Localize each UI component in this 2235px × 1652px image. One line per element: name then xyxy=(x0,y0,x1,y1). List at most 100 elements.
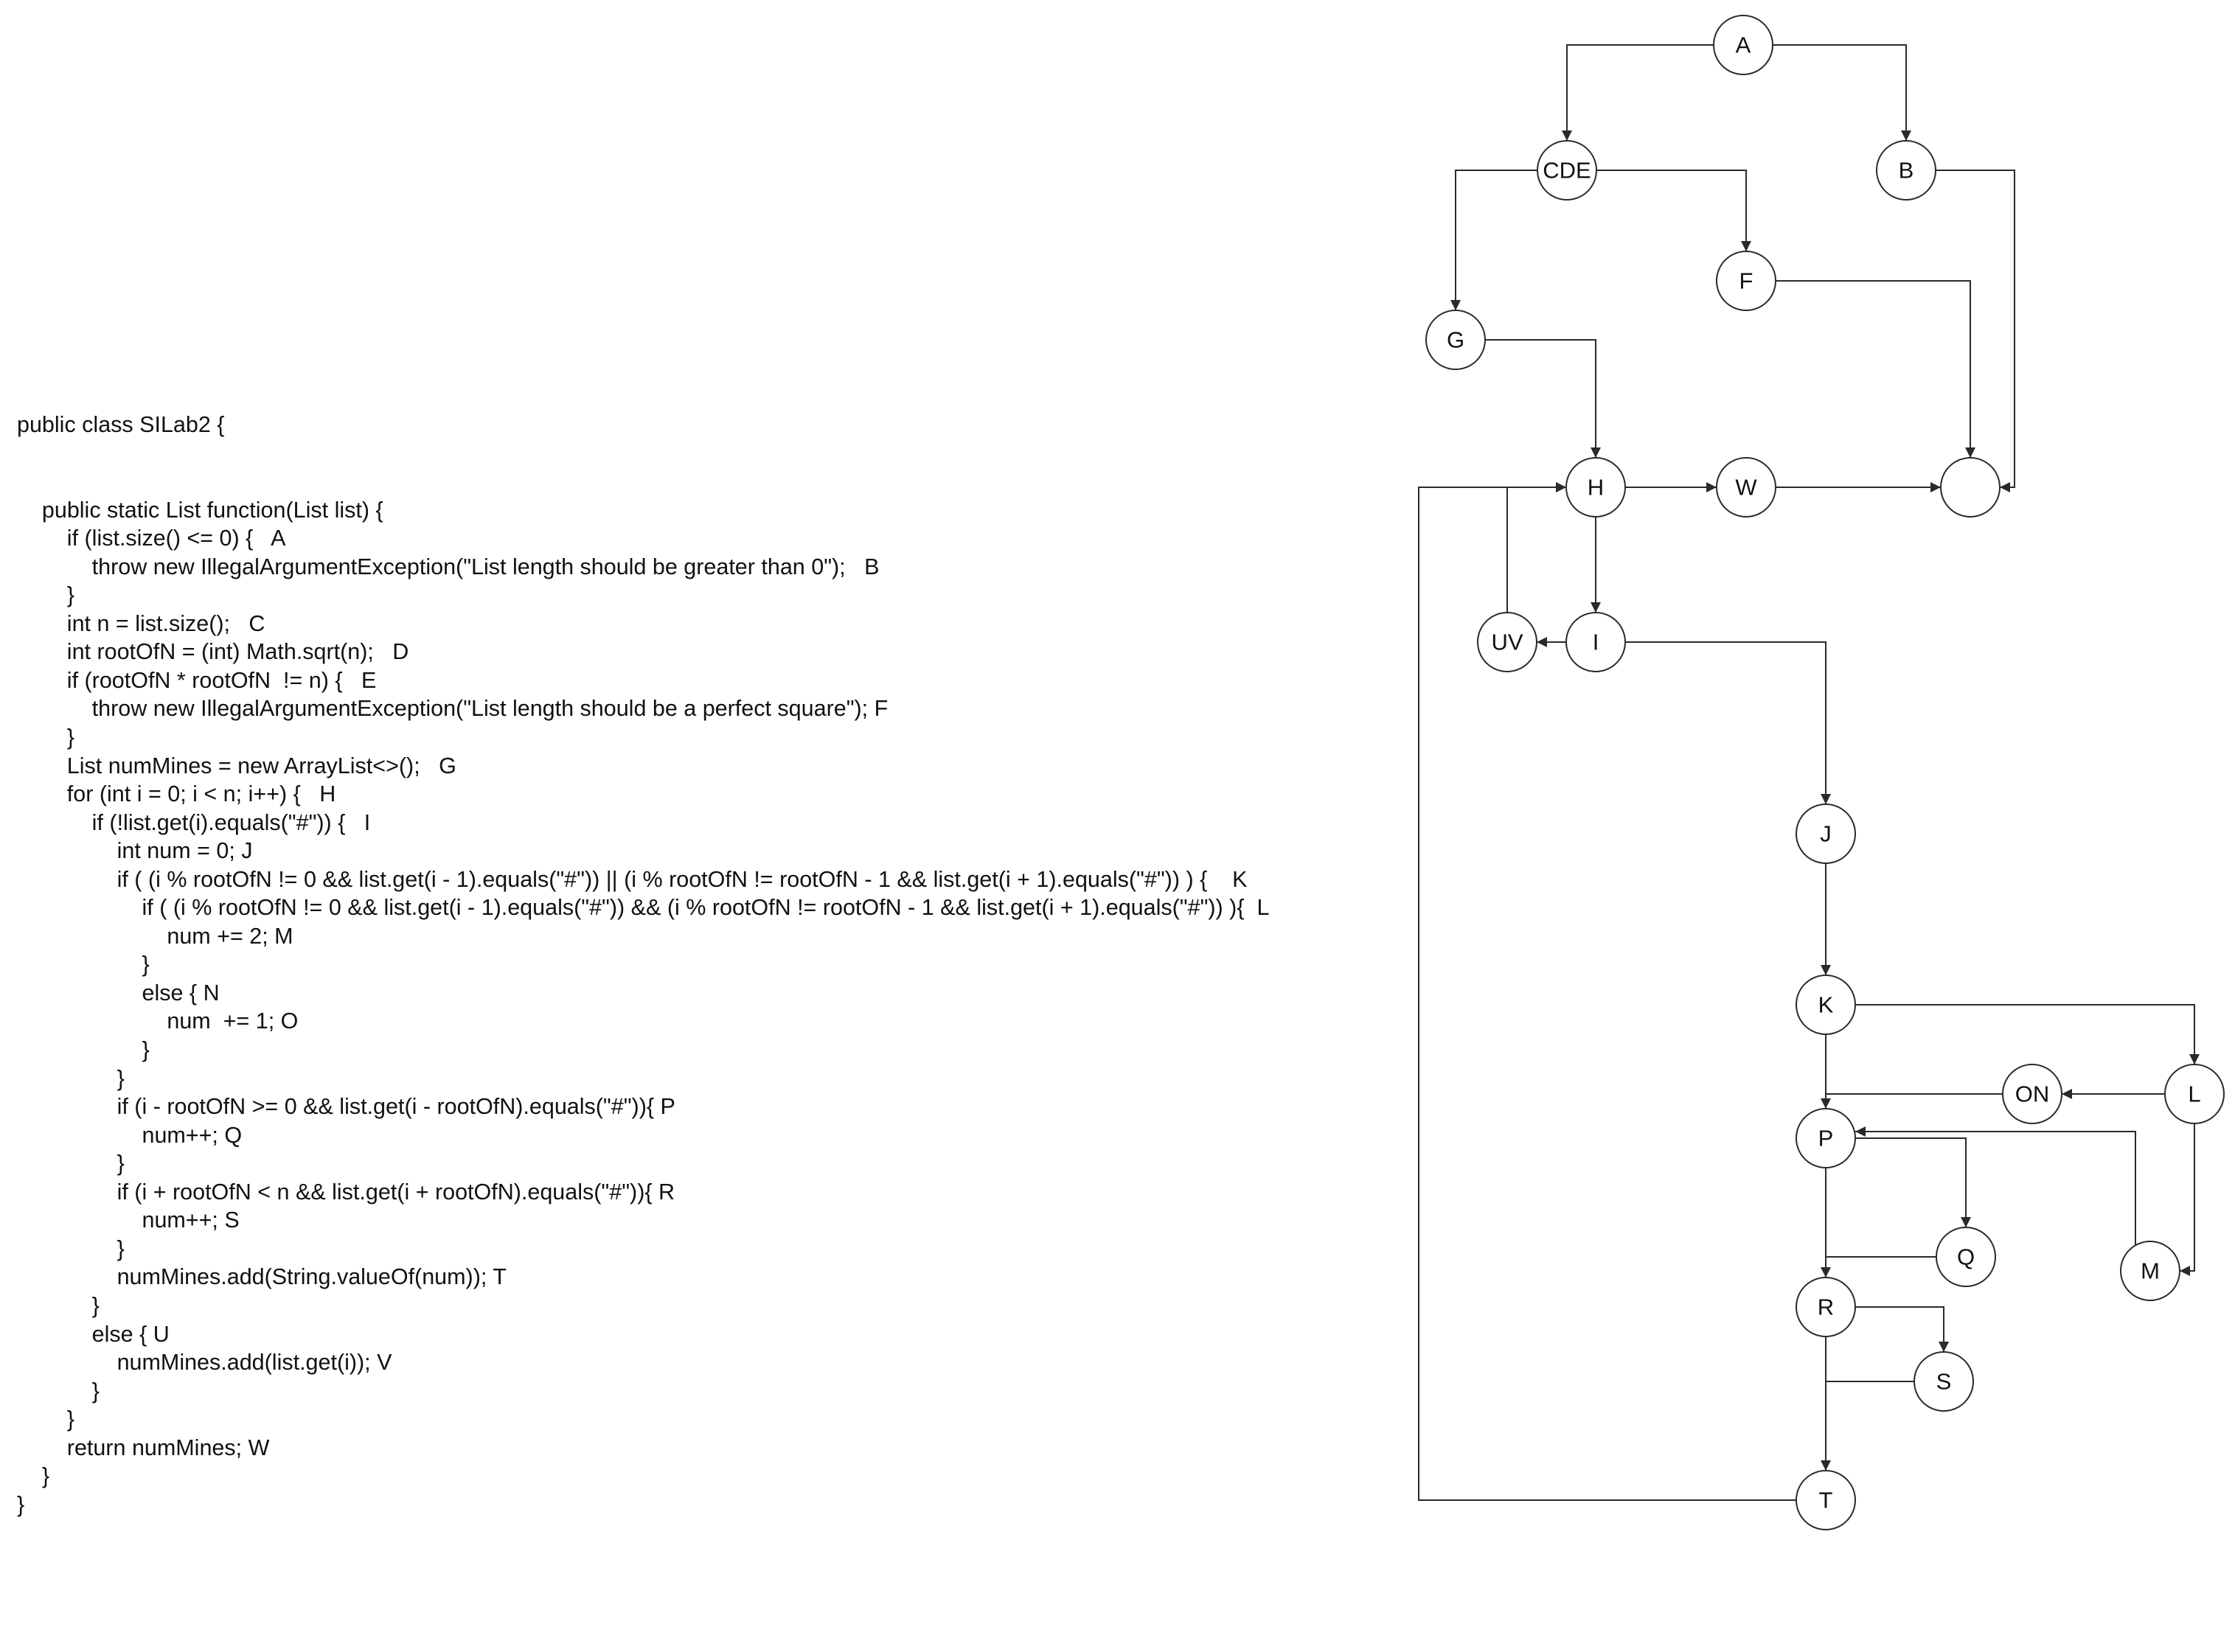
code-line: if (i - rootOfN >= 0 && list.get(i - roo… xyxy=(17,1094,675,1120)
node-label: L xyxy=(2188,1081,2200,1107)
graph-node-h: H xyxy=(1565,457,1626,517)
code-line: public static List function(List list) { xyxy=(17,497,383,523)
graph-node-p: P xyxy=(1796,1108,1856,1168)
node-circle xyxy=(1713,15,1773,75)
node-label: P xyxy=(1818,1126,1834,1151)
code-line: if (!list.get(i).equals("#")) { I xyxy=(17,809,371,835)
code-line: } xyxy=(17,1151,125,1177)
code-line: } xyxy=(17,1235,125,1261)
edge-t-to-h xyxy=(1418,482,1796,1501)
node-circle xyxy=(1716,457,1776,517)
node-label: R xyxy=(1818,1294,1834,1320)
node-circle xyxy=(1796,804,1856,864)
edge-g-to-h xyxy=(1485,339,1601,458)
node-circle xyxy=(1537,140,1597,201)
node-label: Q xyxy=(1957,1244,1975,1270)
code-line: numMines.add(list.get(i)); V xyxy=(17,1350,392,1376)
graph-node-i: I xyxy=(1565,612,1626,672)
node-label: B xyxy=(1899,158,1914,184)
graph-node-s: S xyxy=(1914,1351,1974,1412)
code-line: } xyxy=(17,1463,50,1489)
graph-node-r: R xyxy=(1796,1277,1856,1337)
node-circle xyxy=(1936,1227,1996,1287)
code-line: } xyxy=(17,1407,74,1432)
code-line: int num = 0; J xyxy=(17,838,253,864)
edge-a-to-cde xyxy=(1562,44,1714,141)
node-circle xyxy=(1796,1108,1856,1168)
edge-i-to-j xyxy=(1625,641,1831,804)
graph-node-on: ON xyxy=(2002,1064,2062,1124)
code-line: } xyxy=(17,1378,100,1404)
code-line: num += 1; O xyxy=(17,1008,299,1034)
node-label: UV xyxy=(1491,630,1523,655)
graph-node-m: M xyxy=(2120,1241,2180,1301)
code-line: public class SILab2 { xyxy=(17,412,225,437)
code-line: int rootOfN = (int) Math.sqrt(n); D xyxy=(17,639,409,665)
edge-uv-to-h xyxy=(1506,482,1566,613)
edge-b-to-end xyxy=(1936,170,2015,492)
graph-node-f: F xyxy=(1716,251,1776,311)
code-line: else { N xyxy=(17,980,220,1006)
code-line: } xyxy=(17,1065,125,1091)
code-line: List numMines = new ArrayList<>(); G xyxy=(17,753,456,778)
edge-cde-to-f xyxy=(1596,170,1751,251)
code-line: throw new IllegalArgumentException("List… xyxy=(17,696,889,722)
graph-node-j: J xyxy=(1796,804,1856,864)
graph-node-end xyxy=(1940,457,2001,517)
graph-node-w: W xyxy=(1716,457,1776,517)
edge-a-to-b xyxy=(1773,44,1911,141)
edge-l-to-m xyxy=(2180,1123,2195,1276)
node-label: K xyxy=(1818,992,1834,1018)
edge-k-to-l xyxy=(1855,1004,2200,1064)
code-line: if (list.size() <= 0) { A xyxy=(17,526,286,551)
node-label: T xyxy=(1819,1488,1833,1513)
code-line: } xyxy=(17,725,74,750)
code-line: } xyxy=(17,582,74,608)
node-label: F xyxy=(1739,268,1753,294)
code-line: num++; S xyxy=(17,1207,240,1233)
code-line: } xyxy=(17,952,150,977)
node-circle xyxy=(1914,1351,1974,1412)
code-line: if (i + rootOfN < n && list.get(i + root… xyxy=(17,1179,675,1205)
node-label: A xyxy=(1736,32,1751,58)
node-circle xyxy=(1796,1277,1856,1337)
node-circle xyxy=(1876,140,1936,201)
code-line: num++; Q xyxy=(17,1122,243,1148)
edge-f-to-end xyxy=(1776,280,1975,458)
source-code: public class SILab2 { public static List… xyxy=(17,411,1269,1519)
node-label: J xyxy=(1820,821,1832,847)
node-circle xyxy=(1565,457,1626,517)
code-line: } xyxy=(17,1037,150,1063)
node-circle xyxy=(1716,251,1776,311)
edge-cde-to-g xyxy=(1450,170,1537,310)
node-label: S xyxy=(1936,1369,1952,1395)
edge-p-to-q xyxy=(1855,1137,1971,1227)
graph-node-cde: CDE xyxy=(1537,140,1597,201)
node-circle xyxy=(1796,1470,1856,1530)
node-label: H xyxy=(1588,475,1604,501)
code-line: for (int i = 0; i < n; i++) { H xyxy=(17,781,336,807)
graph-nodes: A CDE B F G H W UV I J K ON L P Q M R S T xyxy=(1425,15,2225,1530)
graph-node-q: Q xyxy=(1936,1227,1996,1287)
code-line: return numMines; W xyxy=(17,1435,270,1460)
graph-node-a: A xyxy=(1713,15,1773,75)
code-line: throw new IllegalArgumentException("List… xyxy=(17,554,880,579)
graph-node-b: B xyxy=(1876,140,1936,201)
code-line: if ( (i % rootOfN != 0 && list.get(i - 1… xyxy=(17,895,1270,921)
edge-r-to-s xyxy=(1855,1306,1949,1352)
node-circle xyxy=(1477,612,1537,672)
node-label: G xyxy=(1447,327,1464,353)
node-circle xyxy=(1565,612,1626,672)
node-circle xyxy=(2120,1241,2180,1301)
code-line: if ( (i % rootOfN != 0 && list.get(i - 1… xyxy=(17,866,1248,892)
node-label: I xyxy=(1593,630,1599,655)
node-circle xyxy=(2002,1064,2062,1124)
code-line: if (rootOfN * rootOfN != n) { E xyxy=(17,667,377,693)
code-line: num += 2; M xyxy=(17,923,293,949)
code-line: } xyxy=(17,1491,25,1517)
node-label: ON xyxy=(2015,1081,2050,1107)
graph-edges xyxy=(1418,44,2200,1501)
node-label: W xyxy=(1735,475,1757,501)
graph-node-k: K xyxy=(1796,975,1856,1035)
node-label: CDE xyxy=(1543,158,1591,184)
